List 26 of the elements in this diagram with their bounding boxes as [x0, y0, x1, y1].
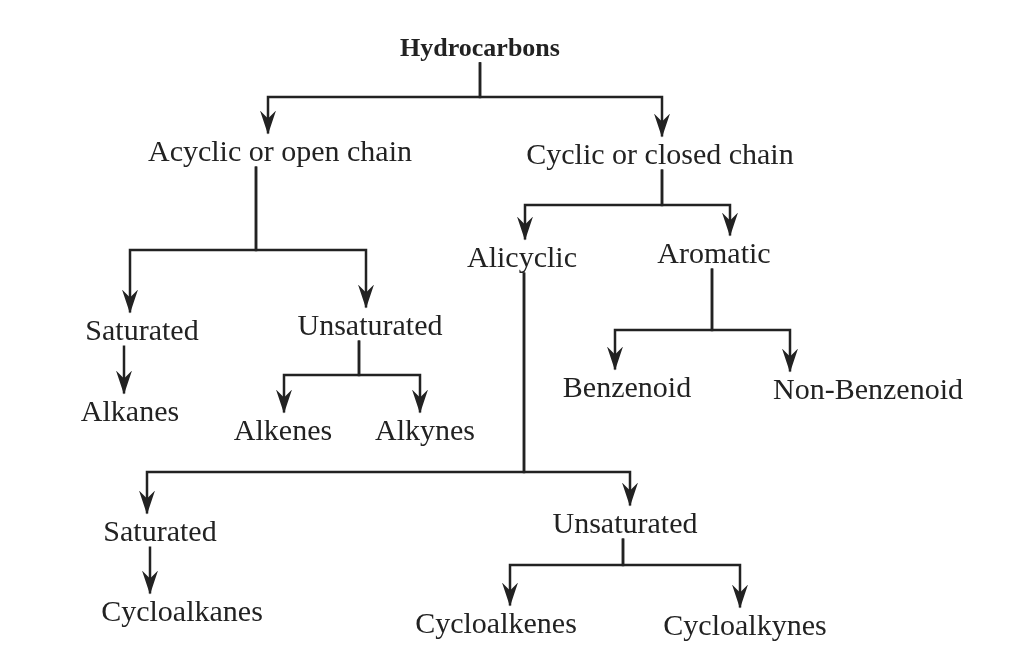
- arrow: [522, 272, 638, 507]
- category-label: Cycloalkenes: [413, 605, 579, 639]
- category-label: Alkenes: [231, 412, 335, 446]
- arrow: [142, 546, 158, 595]
- category-label: Saturated: [83, 312, 201, 346]
- arrow: [660, 169, 738, 237]
- category-label: Alkanes: [78, 393, 182, 427]
- category-label: Saturated: [101, 513, 219, 547]
- arrow: [621, 538, 748, 609]
- diagram-heading: Hydrocarbons: [398, 33, 562, 63]
- category-label: Non-Benzenoid: [771, 371, 965, 405]
- category-label: Benzenoid: [560, 369, 694, 403]
- arrow: [116, 345, 132, 395]
- category-label: Alicyclic: [465, 239, 579, 273]
- category-label: Cycloalkanes: [99, 593, 265, 627]
- arrow: [478, 62, 670, 138]
- arrow: [357, 340, 428, 414]
- category-label: Unsaturated: [550, 505, 700, 539]
- category-label: Alkynes: [373, 412, 477, 446]
- arrow: [710, 268, 798, 373]
- category-label: Cycloalkynes: [661, 607, 829, 641]
- arrow: [254, 166, 374, 309]
- category-label: Acyclic or open chain: [145, 133, 415, 167]
- category-label: Unsaturated: [295, 307, 445, 341]
- category-label: Cyclic or closed chain: [524, 136, 796, 170]
- category-label: Aromatic: [655, 235, 773, 269]
